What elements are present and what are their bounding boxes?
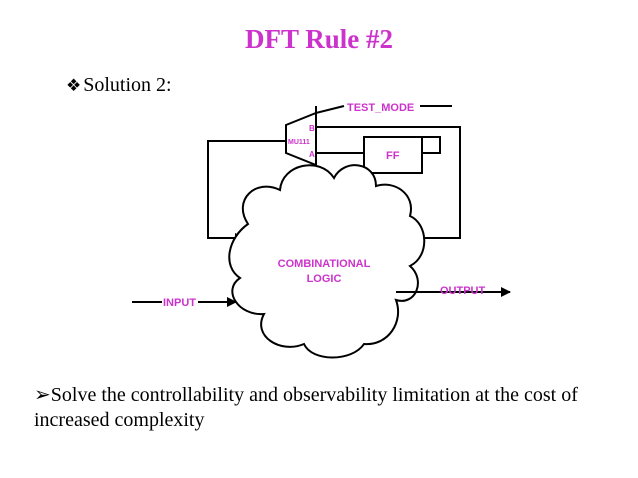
test-mode-label: TEST_MODE (347, 102, 414, 114)
logic-label-line2: LOGIC (307, 273, 342, 285)
mux-input-b: B (309, 124, 315, 133)
observe-wire (316, 126, 461, 239)
mux-label: MU111 (288, 139, 310, 146)
bullet-solution: ❖Solution 2: (66, 74, 172, 97)
output-label: OUTPUT (440, 285, 486, 297)
combinational-logic-cloud (228, 164, 426, 359)
slide-title: DFT Rule #2 (244, 24, 393, 54)
mux-input-a: A (309, 150, 315, 159)
mux-output-wire (207, 140, 286, 243)
input-label: INPUT (163, 297, 196, 309)
bullet-conclusion: ➢Solve the controllability and observabi… (34, 383, 624, 433)
arrow-bullet-icon: ➢ (34, 384, 51, 406)
logic-label-line1: COMBINATIONAL (278, 258, 371, 270)
flip-flop-label: FF (386, 150, 400, 162)
bullet-solution-text: Solution 2: (83, 74, 172, 96)
bullet-conclusion-text: Solve the controllability and observabil… (34, 384, 578, 431)
diamond-bullet-icon: ❖ (66, 76, 82, 95)
ff-feedback-wire (380, 136, 441, 154)
